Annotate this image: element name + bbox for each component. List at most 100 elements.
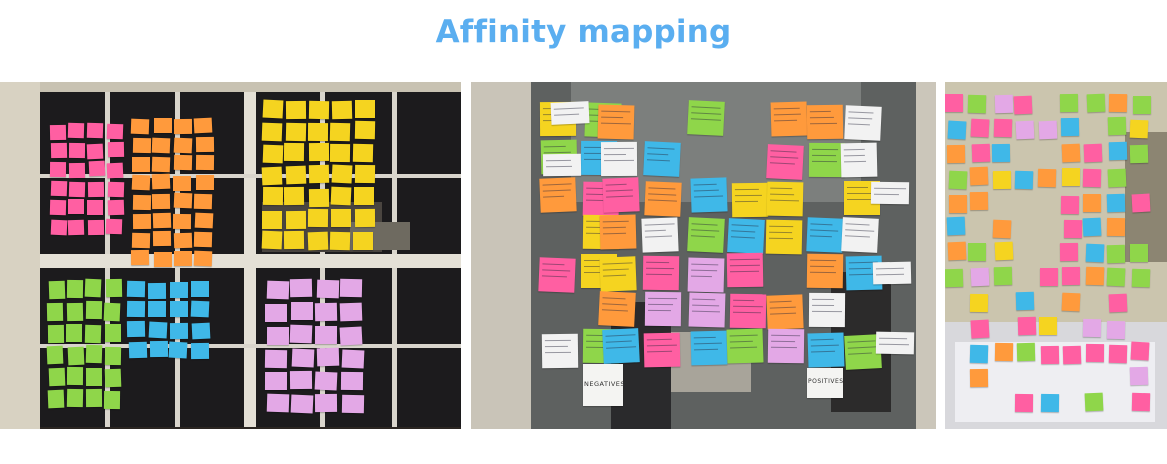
window-wall-photo xyxy=(0,82,461,429)
positives-card-label: POSITIVES xyxy=(808,378,844,385)
sticky-note xyxy=(841,216,879,253)
sticky-note xyxy=(726,218,765,254)
window-note-cluster-blue xyxy=(0,82,461,429)
sticky-note xyxy=(726,253,763,288)
sticky-note xyxy=(1107,320,1126,339)
sticky-note xyxy=(538,257,576,293)
sticky-note xyxy=(1131,193,1151,213)
sticky-note xyxy=(993,118,1012,137)
positives-card: POSITIVES xyxy=(807,368,843,398)
sticky-note xyxy=(264,371,287,390)
sticky-note xyxy=(1107,244,1126,264)
sticky-note xyxy=(808,292,846,327)
sticky-note xyxy=(644,181,682,218)
sticky-note xyxy=(354,187,375,206)
sticky-note xyxy=(948,170,967,190)
sticky-note xyxy=(266,393,290,413)
sticky-note xyxy=(1130,367,1149,386)
sticky-note xyxy=(314,302,337,321)
sticky-note xyxy=(766,294,804,330)
negatives-card-label: NEGATIVES xyxy=(584,380,626,388)
sticky-note xyxy=(970,267,990,287)
sticky-note xyxy=(291,348,315,368)
sticky-note xyxy=(541,334,579,369)
sticky-note xyxy=(1130,341,1150,361)
sticky-note xyxy=(1085,267,1105,286)
sticky-note xyxy=(1132,268,1151,287)
sticky-note xyxy=(289,370,312,390)
sticky-note xyxy=(1063,220,1083,239)
sticky-note xyxy=(267,327,290,346)
sticky-note xyxy=(875,331,915,355)
sticky-note xyxy=(542,153,582,177)
sticky-note xyxy=(341,394,364,414)
room-note-grid xyxy=(945,82,1167,429)
window-note-cluster-lilac xyxy=(0,82,461,429)
sticky-note xyxy=(968,242,987,262)
sticky-note xyxy=(266,280,290,300)
sticky-note xyxy=(969,344,989,364)
sticky-note xyxy=(947,120,967,140)
sticky-note xyxy=(993,170,1012,189)
sticky-note xyxy=(1131,392,1150,411)
sticky-note xyxy=(1017,316,1037,336)
sticky-note xyxy=(1040,393,1059,412)
sticky-note xyxy=(686,100,725,137)
sticky-note xyxy=(355,99,376,118)
sticky-note xyxy=(353,231,374,250)
sticky-note xyxy=(1060,243,1079,262)
sticky-note xyxy=(339,302,362,322)
sticky-note xyxy=(945,93,964,112)
room-wall-photo xyxy=(945,82,1167,429)
sticky-note xyxy=(767,328,805,364)
sticky-note xyxy=(1015,292,1034,311)
sticky-note xyxy=(597,104,635,140)
mirror-wall-photo: NEGATIVES POSITIVES xyxy=(471,82,936,429)
sticky-note xyxy=(642,255,680,291)
sticky-note xyxy=(993,267,1013,286)
sticky-note xyxy=(945,268,964,288)
sticky-note xyxy=(1085,344,1104,363)
sticky-note xyxy=(1085,243,1105,263)
sticky-note xyxy=(1061,195,1080,215)
sticky-note xyxy=(1062,292,1081,312)
sticky-note xyxy=(690,330,728,366)
sticky-note xyxy=(1016,343,1036,362)
sticky-note xyxy=(994,342,1013,362)
sticky-note xyxy=(340,372,364,391)
sticky-note xyxy=(1037,169,1057,188)
sticky-note xyxy=(1013,95,1033,114)
sticky-note xyxy=(806,216,844,253)
sticky-note xyxy=(1107,169,1127,188)
sticky-note xyxy=(341,349,365,369)
sticky-note xyxy=(991,143,1011,162)
sticky-note xyxy=(994,241,1014,261)
sticky-note xyxy=(766,181,804,217)
sticky-note xyxy=(686,217,725,253)
sticky-note xyxy=(948,194,967,214)
mirror-note-grid xyxy=(471,82,936,429)
sticky-note xyxy=(946,216,966,236)
sticky-note xyxy=(264,303,287,322)
sticky-note xyxy=(539,177,577,213)
sticky-note xyxy=(1061,143,1081,163)
sticky-note xyxy=(969,192,988,211)
sticky-note xyxy=(644,292,682,327)
sticky-note xyxy=(1109,344,1128,364)
sticky-note xyxy=(173,250,192,266)
sticky-note xyxy=(1060,117,1079,136)
negatives-card: NEGATIVES xyxy=(583,364,626,406)
sticky-note xyxy=(1107,218,1126,237)
sticky-note xyxy=(946,145,965,164)
sticky-note xyxy=(969,167,988,186)
sticky-note xyxy=(289,278,313,298)
sticky-note xyxy=(844,105,882,141)
sticky-note xyxy=(971,319,990,339)
sticky-note xyxy=(1083,193,1102,212)
sticky-note xyxy=(870,181,910,205)
sticky-note xyxy=(1106,267,1126,287)
sticky-note xyxy=(806,104,843,139)
sticky-note xyxy=(643,332,681,368)
sticky-note xyxy=(314,394,337,413)
sticky-note xyxy=(642,140,681,177)
